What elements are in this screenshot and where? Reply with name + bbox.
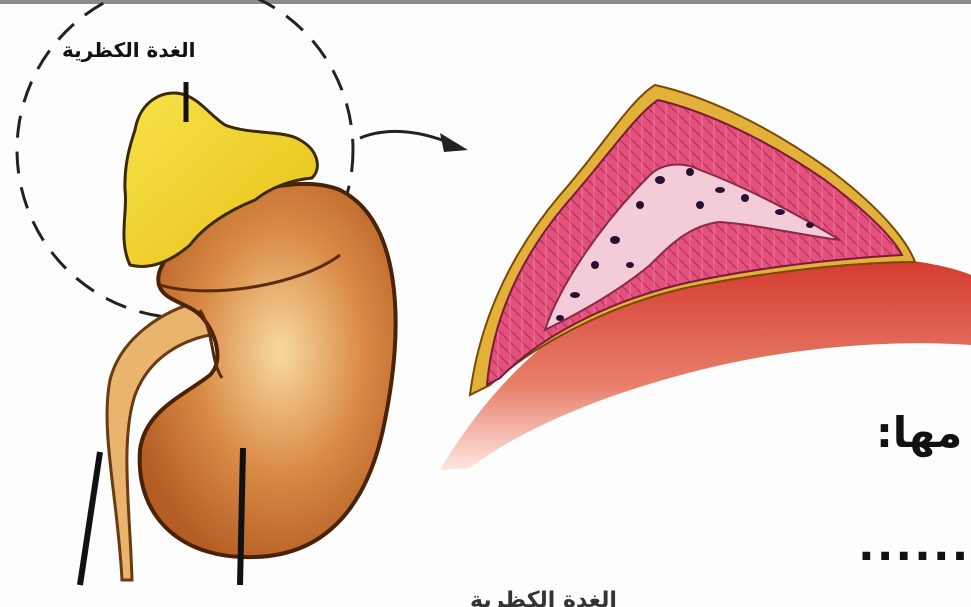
- kidney-pointer-line: [240, 448, 243, 585]
- top-border: [0, 0, 971, 4]
- side-text-fragment: مها:: [876, 408, 962, 457]
- zoom-arrow: [360, 131, 468, 152]
- adrenal-gland-label: الغدة الكظرية: [62, 38, 196, 62]
- bottom-cut-label: الغدة الكظرية: [470, 588, 617, 607]
- ureter-pointer-line: [80, 452, 100, 585]
- answer-dots: ........: [858, 520, 971, 571]
